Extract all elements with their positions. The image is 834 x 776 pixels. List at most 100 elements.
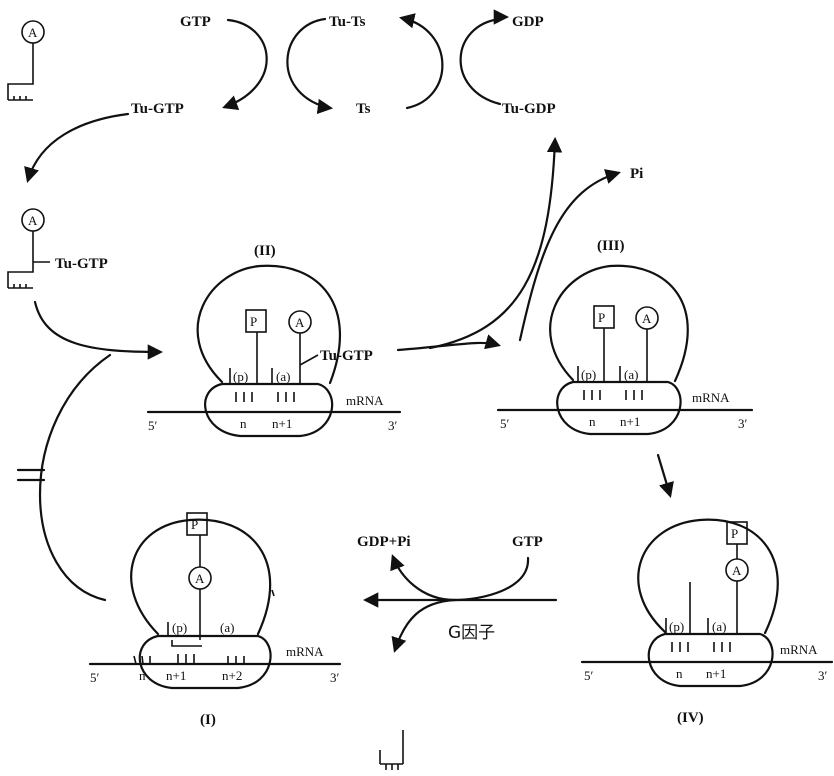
state-III-codon-n: n <box>589 414 596 429</box>
state-I-codon-n1: n+1 <box>166 668 186 683</box>
tu-ts-cycle: GTP Tu-Ts GDP Tu-GTP Ts Tu-GDP <box>131 9 556 117</box>
released-trna <box>379 730 404 770</box>
state-II-p-letter: P <box>250 314 257 329</box>
state-III-a-letter: A <box>642 311 652 326</box>
state-II-codon-ticks <box>235 392 295 402</box>
state-I-tick-mark <box>271 589 275 597</box>
state-I-three-prime: 3′ <box>330 670 340 685</box>
state-I-codon-n: n <box>139 668 146 683</box>
state-III-codon-ticks <box>583 390 643 400</box>
state-IV-p-slot: (p) <box>669 619 684 634</box>
ribosome-state-I: P A (p) (a) mRNA 5′ 3′ n n+1 n+2 (I) <box>88 512 342 728</box>
amino-acid-letter: A <box>28 25 38 40</box>
state-I-p-letter: P <box>191 517 198 532</box>
state-I-p-slot: (p) <box>172 620 187 635</box>
state-II-a-slot: (a) <box>276 369 290 384</box>
state-III-codon-n1: n+1 <box>620 414 640 429</box>
state-I-p-peptide-box <box>186 512 208 536</box>
translocation-step: GDP+Pi GTP G因子 <box>357 534 558 770</box>
state-IV-three-prime: 3′ <box>818 668 828 683</box>
state-IV-a-slot: (a) <box>712 619 726 634</box>
state-II-label: (II) <box>254 243 276 259</box>
translocation-gtp-label: GTP <box>512 534 543 550</box>
state-II-small-subunit <box>204 382 334 438</box>
ts-arrowhead <box>316 98 334 115</box>
state-IV-trna-stems <box>689 544 738 634</box>
state-III-mrna-label: mRNA <box>692 390 730 405</box>
state-I-small-subunit <box>138 634 272 690</box>
state-III-small-subunit <box>556 380 682 436</box>
ribosome-state-III: (III) P A (p) (a) mRNA 5′ 3′ n n+1 <box>496 238 754 436</box>
state-III-a-slot: (a) <box>624 367 638 382</box>
ribosome-state-II: (II) P A (p) (a) Tu-GTP mRNA 5′ 3′ n n+1 <box>146 243 402 438</box>
state-II-a-letter: A <box>295 315 305 330</box>
state-IV-mrna-label: mRNA <box>780 642 818 657</box>
gdp-pi-label: GDP+Pi <box>357 534 411 550</box>
ts-to-tu-ts-arrow <box>398 13 444 110</box>
state-IV-label: (IV) <box>677 710 704 726</box>
ternary-anticodon <box>8 284 33 289</box>
state-II-site-brackets <box>229 368 304 385</box>
trna-stem <box>7 43 34 100</box>
state-I-a-letter: A <box>195 571 205 586</box>
state-I-five-prime: 5′ <box>90 670 100 685</box>
cycle-ts-label: Ts <box>356 101 371 117</box>
state-II-mrna-label: mRNA <box>346 393 384 408</box>
pi-release-arrow <box>518 169 621 342</box>
ribosome-state-IV: P A (p) (a) mRNA 5′ 3′ n n+1 (IV) <box>580 518 834 726</box>
cycle-tu-gtp-label: Tu-GTP <box>131 101 184 117</box>
state-II-large-subunit <box>196 264 341 385</box>
gtp-hydrolysis-arrow <box>390 554 530 602</box>
ternary-trna-stem <box>7 231 34 288</box>
pi-label: Pi <box>630 166 643 182</box>
free-aminoacyl-trna: A <box>7 20 45 101</box>
state-II-five-prime: 5′ <box>148 418 158 433</box>
tu-ts-to-ts-arc <box>286 17 327 109</box>
state-II-p-slot: (p) <box>233 369 248 384</box>
cycle-tu-gdp-label: Tu-GDP <box>502 101 556 117</box>
recycle-break-mark <box>16 468 46 482</box>
state-IV-codon-n1: n+1 <box>706 666 726 681</box>
state-II-codon-n: n <box>240 416 247 431</box>
gdp-arc <box>459 17 502 106</box>
ternary-tu-gtp-label: Tu-GTP <box>55 256 108 272</box>
state-II-trna-stems <box>256 332 301 384</box>
trna-release-arrow <box>391 598 457 653</box>
state-III-trna-stems <box>603 328 648 382</box>
tu-gdp-release-arrow <box>428 136 563 350</box>
state-I-p-site-bracket <box>167 622 202 647</box>
state-III-p-slot: (p) <box>581 367 596 382</box>
state-I-label: (I) <box>200 712 216 728</box>
III-to-IV-arrow <box>656 453 674 498</box>
state-II-three-prime: 3′ <box>388 418 398 433</box>
state-III-five-prime: 5′ <box>500 416 510 431</box>
state-III-p-letter: P <box>598 310 605 325</box>
gtp-to-tu-gtp-arrow <box>222 18 268 110</box>
ternary-amino-acid-letter: A <box>28 213 38 228</box>
state-III-three-prime: 3′ <box>738 416 748 431</box>
state-IV-codon-n: n <box>676 666 683 681</box>
trna-anticodon <box>8 96 33 101</box>
state-II-tu-connector <box>299 354 319 366</box>
state-IV-small-subunit <box>647 632 774 688</box>
state-I-a-slot: (a) <box>220 620 234 635</box>
recycle-from-I-arc <box>38 353 112 602</box>
state-I-large-subunit <box>130 518 272 636</box>
state-IV-site-brackets <box>665 618 740 635</box>
state-IV-large-subunit <box>637 518 779 635</box>
cycle-gdp-label: GDP <box>512 14 544 30</box>
state-III-site-brackets <box>577 366 652 383</box>
state-III-label: (III) <box>597 238 625 254</box>
cycle-gtp-label: GTP <box>180 14 211 30</box>
g-factor-label: G因子 <box>448 623 495 643</box>
ternary-complex: A Tu-GTP <box>7 208 108 289</box>
tu-gtp-binding-arrow <box>24 112 130 183</box>
state-I-codon-ticks <box>133 654 245 665</box>
state-II-tu-gtp-label: Tu-GTP <box>320 348 373 364</box>
cycle-tu-ts-label: Tu-Ts <box>329 14 366 30</box>
state-I-codon-n2: n+2 <box>222 668 242 683</box>
state-II-codon-n1: n+1 <box>272 416 292 431</box>
state-IV-a-letter: A <box>732 563 742 578</box>
